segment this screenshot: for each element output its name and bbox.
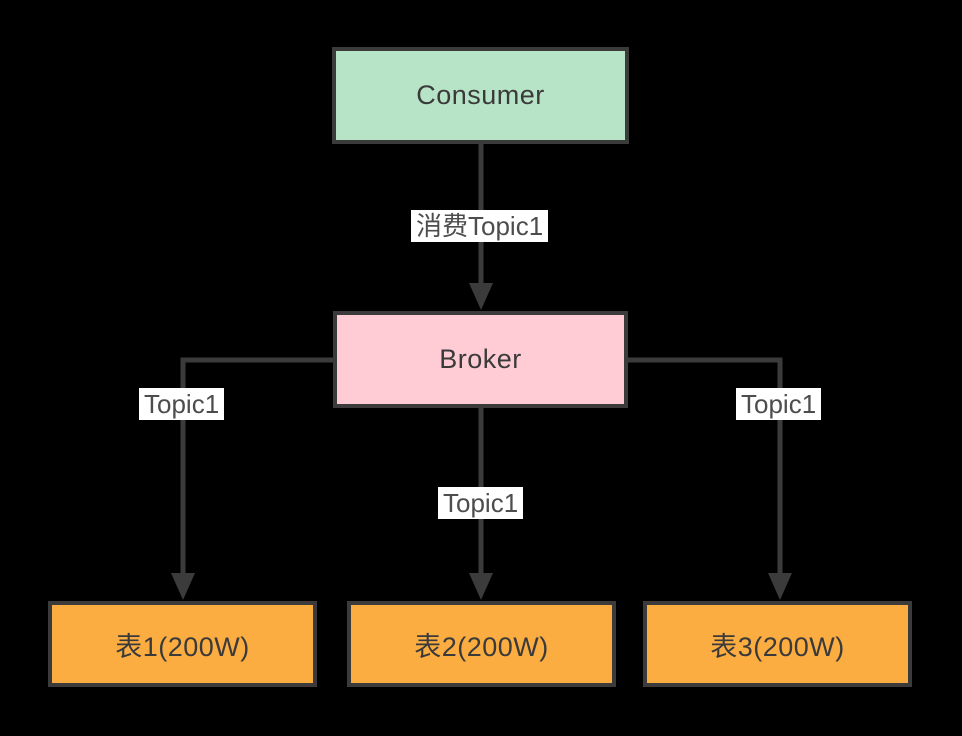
node-table2-label: 表2(200W) <box>414 631 549 662</box>
node-table2: 表2(200W) <box>347 601 616 687</box>
edge-label-topic1-left: Topic1 <box>139 388 225 420</box>
node-table3-label: 表3(200W) <box>710 631 845 662</box>
arrowhead-broker-table1 <box>171 573 195 600</box>
arrowhead-broker-table2 <box>469 573 493 600</box>
node-broker: Broker <box>333 311 628 408</box>
node-broker-label: Broker <box>439 344 522 374</box>
arrowhead-broker-table3 <box>768 573 792 600</box>
node-table1-label: 表1(200W) <box>115 631 250 662</box>
node-consumer-label: Consumer <box>416 80 545 110</box>
node-table1: 表1(200W) <box>48 601 317 687</box>
edge-label-topic1-right: Topic1 <box>736 388 822 420</box>
arrowhead-consumer-broker <box>469 283 493 310</box>
edge-label-consume-topic1: 消费Topic1 <box>411 210 549 242</box>
node-table3: 表3(200W) <box>643 601 912 687</box>
edge-label-topic1-middle: Topic1 <box>438 487 524 519</box>
node-consumer: Consumer <box>332 47 629 144</box>
